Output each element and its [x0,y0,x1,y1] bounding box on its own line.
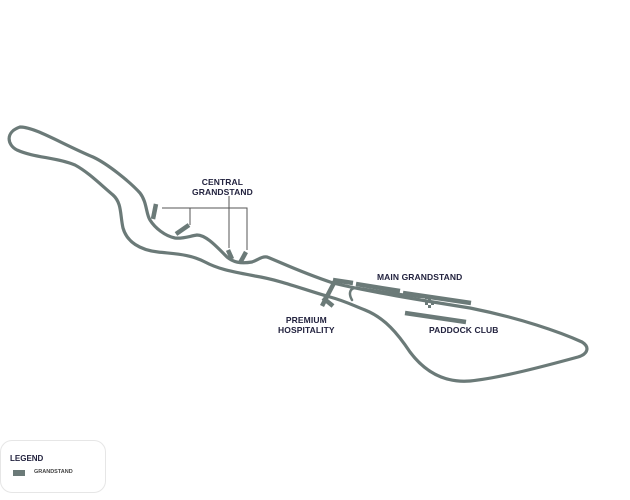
grandstand-central-4[interactable] [238,250,248,265]
legend: LEGEND GRANDSTAND [0,440,106,493]
grandstand-paddock[interactable] [404,310,467,325]
pit-lane [348,286,422,302]
legend-item-grandstand: GRANDSTAND [34,469,73,475]
grandstand-premium-2[interactable] [320,279,337,308]
grandstand-main-1[interactable] [355,281,401,294]
label-central-grandstand: CENTRAL GRANDSTAND [192,177,253,197]
grandstand-central-3[interactable] [225,249,235,260]
label-main-grandstand: MAIN GRANDSTAND [377,272,463,282]
grandstand-central-2[interactable] [174,223,191,236]
label-paddock-club: PADDOCK CLUB [429,325,499,335]
legend-title: LEGEND [10,454,44,463]
leader-lines [162,196,248,250]
grandstand-main-2[interactable] [402,290,472,306]
grandstands [150,203,472,325]
grandstand-swatch-icon [13,470,25,476]
label-premium-hospitality: PREMIUM HOSPITALITY [278,315,335,335]
grandstand-central-1[interactable] [150,203,159,220]
circuit-track [7,125,589,383]
grandstand-premium-3[interactable] [321,296,335,308]
grandstand-premium-1[interactable] [332,277,354,286]
